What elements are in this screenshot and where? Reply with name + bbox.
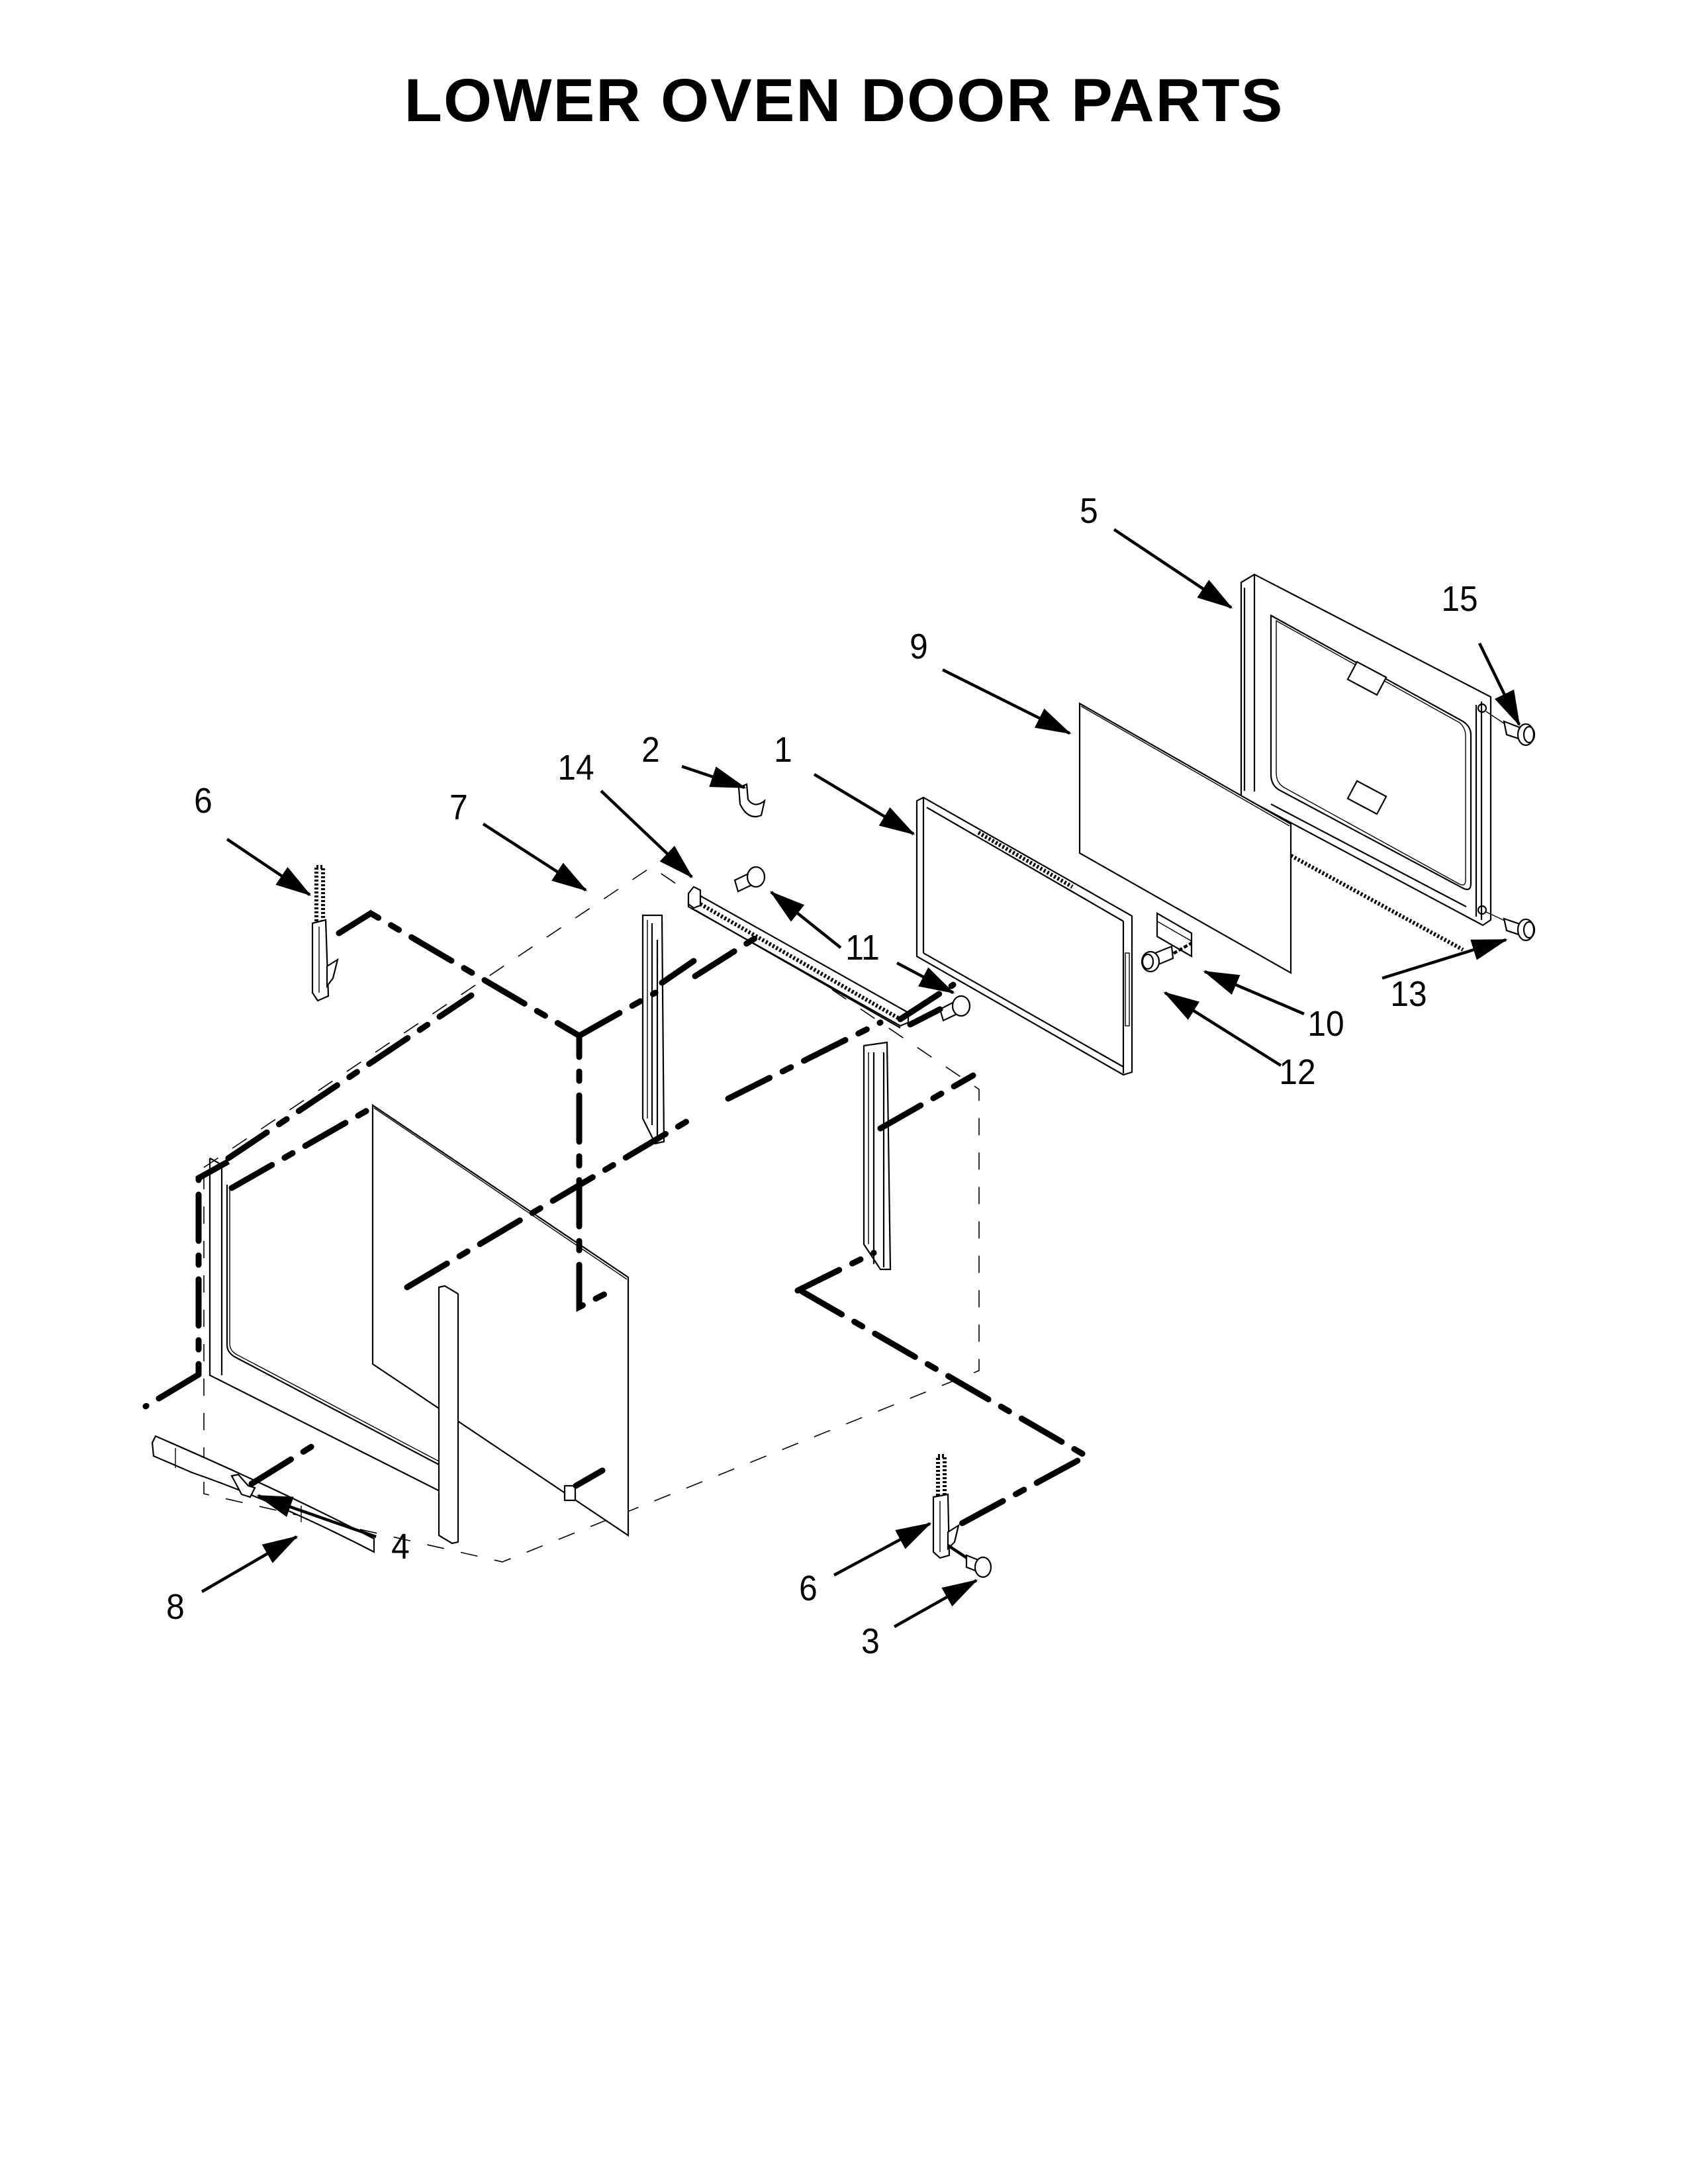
clip-part-14 — [687, 886, 702, 909]
callout-4: 4 — [391, 1527, 410, 1567]
assembly-centerlines — [142, 909, 1093, 1529]
callout-10: 10 — [1307, 1004, 1344, 1044]
page-title: LOWER OVEN DOOR PARTS — [404, 67, 1284, 134]
screw-part-13 — [1485, 911, 1536, 942]
callout-8: 8 — [166, 1587, 185, 1627]
screw-part-11-lower — [939, 995, 971, 1022]
door-hinge-part-6-upper — [311, 865, 339, 1002]
callout-14: 14 — [557, 748, 594, 788]
callout-2: 2 — [641, 730, 660, 770]
door-hinge-part-6-lower — [932, 1454, 960, 1559]
door-glass-center — [371, 1103, 630, 1537]
callout-5: 5 — [1080, 491, 1098, 531]
callout-12: 12 — [1279, 1052, 1316, 1092]
callout-9: 9 — [910, 627, 928, 666]
outer-door-frame — [209, 1158, 459, 1545]
screw-part-15 — [1485, 711, 1536, 747]
door-clip-part-2 — [737, 783, 766, 818]
door-side-rail-left — [641, 914, 665, 1145]
callout-6-upper: 6 — [194, 781, 212, 821]
callout-15: 15 — [1441, 579, 1478, 619]
callout-13: 13 — [1390, 974, 1427, 1014]
inner-glass-part-9 — [1078, 702, 1292, 974]
leader-arrows — [201, 528, 1521, 1628]
callout-11: 11 — [845, 928, 880, 968]
door-assembly-phantom-outline — [203, 866, 980, 1563]
door-top-channel — [687, 893, 910, 1028]
screw-part-11-upper — [733, 866, 766, 893]
door-trim-part-8 — [151, 1435, 375, 1553]
callout-1: 1 — [774, 730, 792, 770]
screw-part-12 — [1141, 942, 1193, 973]
callout-7: 7 — [449, 788, 468, 827]
callout-6-lower: 6 — [799, 1569, 818, 1608]
hinge-screw-part-3 — [947, 1544, 992, 1578]
glass-bracket-part-10 — [1156, 912, 1193, 958]
inner-door-frame-part-5 — [1240, 573, 1492, 952]
door-side-rail-right — [863, 1041, 892, 1271]
inner-door-panel-part-1 — [915, 796, 1133, 1076]
handle-bracket-part-4 — [230, 1473, 256, 1498]
callout-3: 3 — [861, 1621, 880, 1661]
